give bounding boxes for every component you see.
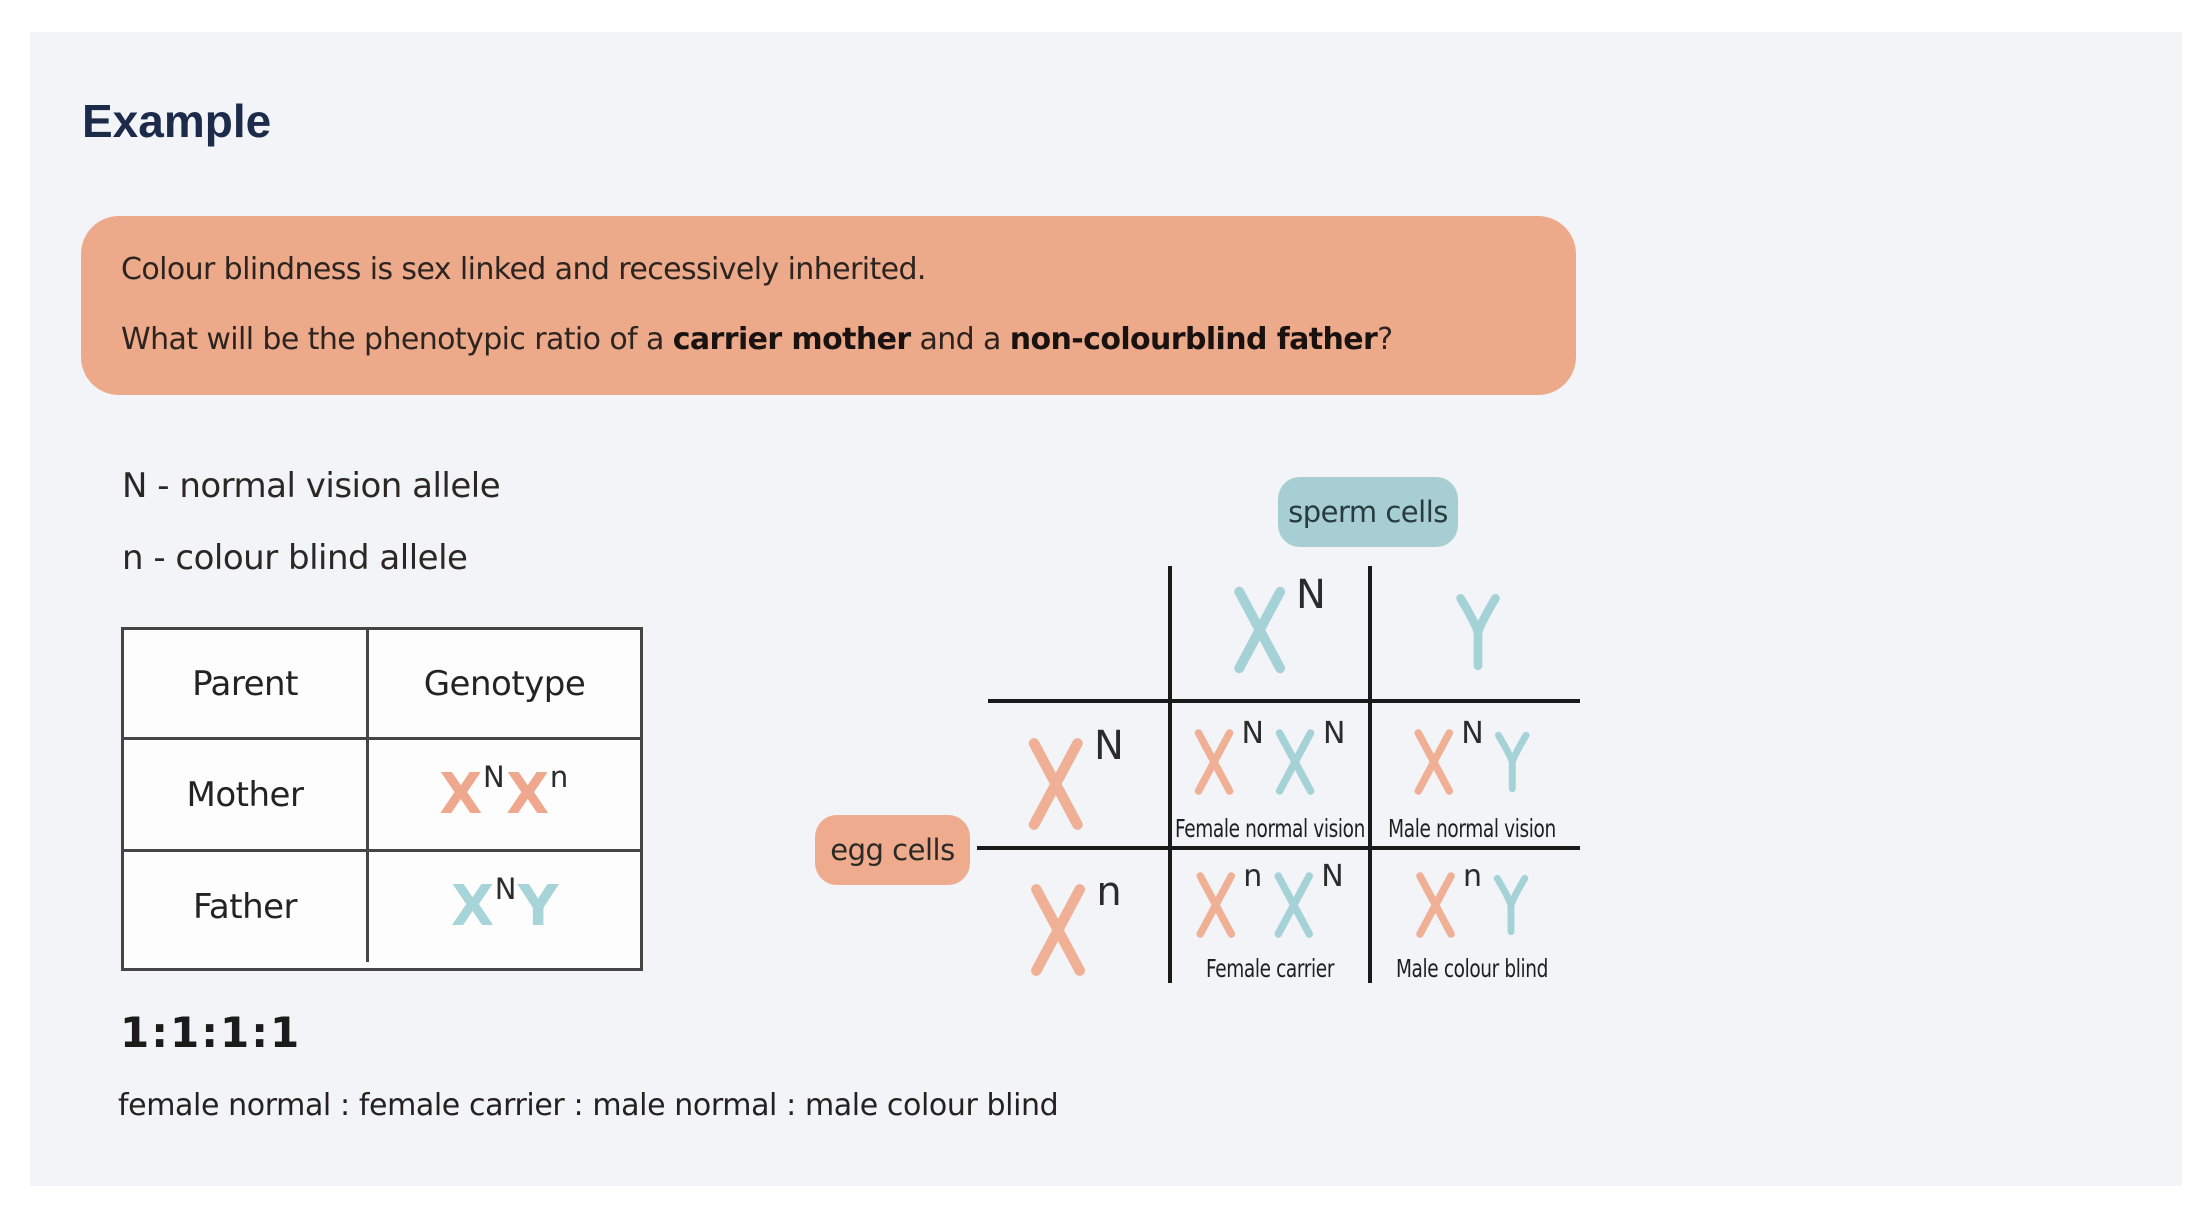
x-chromosome-icon [1226,583,1292,677]
content-panel: Example Colour blindness is sex linked a… [30,32,2182,1186]
question-line2-end: ? [1377,322,1393,357]
question-line2-mid: and a [910,322,1010,357]
x-chromosome-icon [1190,868,1240,942]
punnett-row-header-xn-lower: n [1022,872,1129,980]
question-line2-bold-father: non-colourblind father [1009,322,1378,357]
x-chromosome-icon [1189,725,1239,799]
question-box: Colour blindness is sex linked and reces… [81,216,1576,395]
allele-sup: N [1321,859,1344,894]
parent-genotype-table: Parent Genotype Mother X N X n Father X … [121,627,643,971]
x-chromosome-icon [1020,734,1090,834]
question-line2-pre: What will be the phenotypic ratio of a [121,322,673,357]
row-header-allele: N [1094,723,1124,769]
mother-x2-letter: X [506,761,549,827]
punnett-cell-female-carrier: n N [1190,862,1349,942]
y-chromosome-icon [1449,586,1507,678]
allele-sup: n [1462,859,1483,894]
punnett-col-header-y [1449,586,1507,678]
mother-x1-allele: N [482,759,505,794]
punnett-cell-label: Male colour blind [1395,954,1549,983]
y-chromosome-icon [1490,725,1536,799]
x-chromosome-icon [1270,725,1320,799]
punnett-vline-1 [1168,566,1172,983]
punnett-cell-male-colourblind: n [1410,862,1534,942]
allele-key-normal: N - normal vision allele [122,466,501,506]
mother-genotype: X N X n [439,761,569,827]
question-line2-bold-carrier-mother: carrier mother [672,322,911,357]
allele-key-colourblind: n - colour blind allele [122,538,468,578]
punnett-hline-2 [977,846,1580,850]
mother-x2-allele: n [549,759,568,794]
sperm-cells-label: sperm cells [1278,477,1458,547]
col-header-allele: N [1296,572,1326,618]
punnett-hline-1 [988,699,1580,703]
table-row-mother-genotype: X N X n [369,740,640,852]
father-genotype: X N Y [451,874,559,939]
father-x-allele: N [494,872,517,906]
table-row-father-genotype: X N Y [369,852,640,962]
egg-cells-label: egg cells [815,815,970,885]
phenotypic-ratio: 1:1:1:1 [120,1008,302,1057]
punnett-col-header-xn: N [1226,575,1334,677]
table-row-father-label: Father [124,852,369,962]
allele-sup: N [1323,716,1346,751]
punnett-row-header-xn-upper: N [1020,726,1132,834]
punnett-cell-label: Female normal vision [1175,814,1365,843]
punnett-cell-label: Male normal vision [1388,814,1556,843]
x-chromosome-icon [1408,725,1458,799]
table-header-genotype: Genotype [369,630,640,740]
x-chromosome-icon [1268,868,1318,942]
question-line-2: What will be the phenotypic ratio of a c… [121,322,1393,357]
father-x-letter: X [451,874,494,939]
table-row-mother-label: Mother [124,740,369,852]
y-chromosome-icon [1488,868,1534,942]
punnett-cell-male-normal: N [1408,719,1536,799]
mother-x1-letter: X [439,761,482,827]
punnett-vline-2 [1368,566,1372,983]
phenotype-list: female normal : female carrier : male no… [118,1088,1059,1123]
x-chromosome-icon [1410,868,1460,942]
page-title: Example [82,95,272,147]
punnett-cell-female-normal: N N [1189,719,1352,799]
father-y-letter: Y [517,874,559,939]
allele-sup: n [1243,859,1263,894]
allele-sup: N [1461,716,1484,751]
table-header-parent: Parent [124,630,369,740]
punnett-cell-label: Female carrier [1205,954,1335,983]
question-line-1: Colour blindness is sex linked and reces… [121,252,926,287]
allele-sup: N [1241,716,1264,751]
row-header-allele: n [1096,869,1122,915]
x-chromosome-icon [1022,880,1092,980]
